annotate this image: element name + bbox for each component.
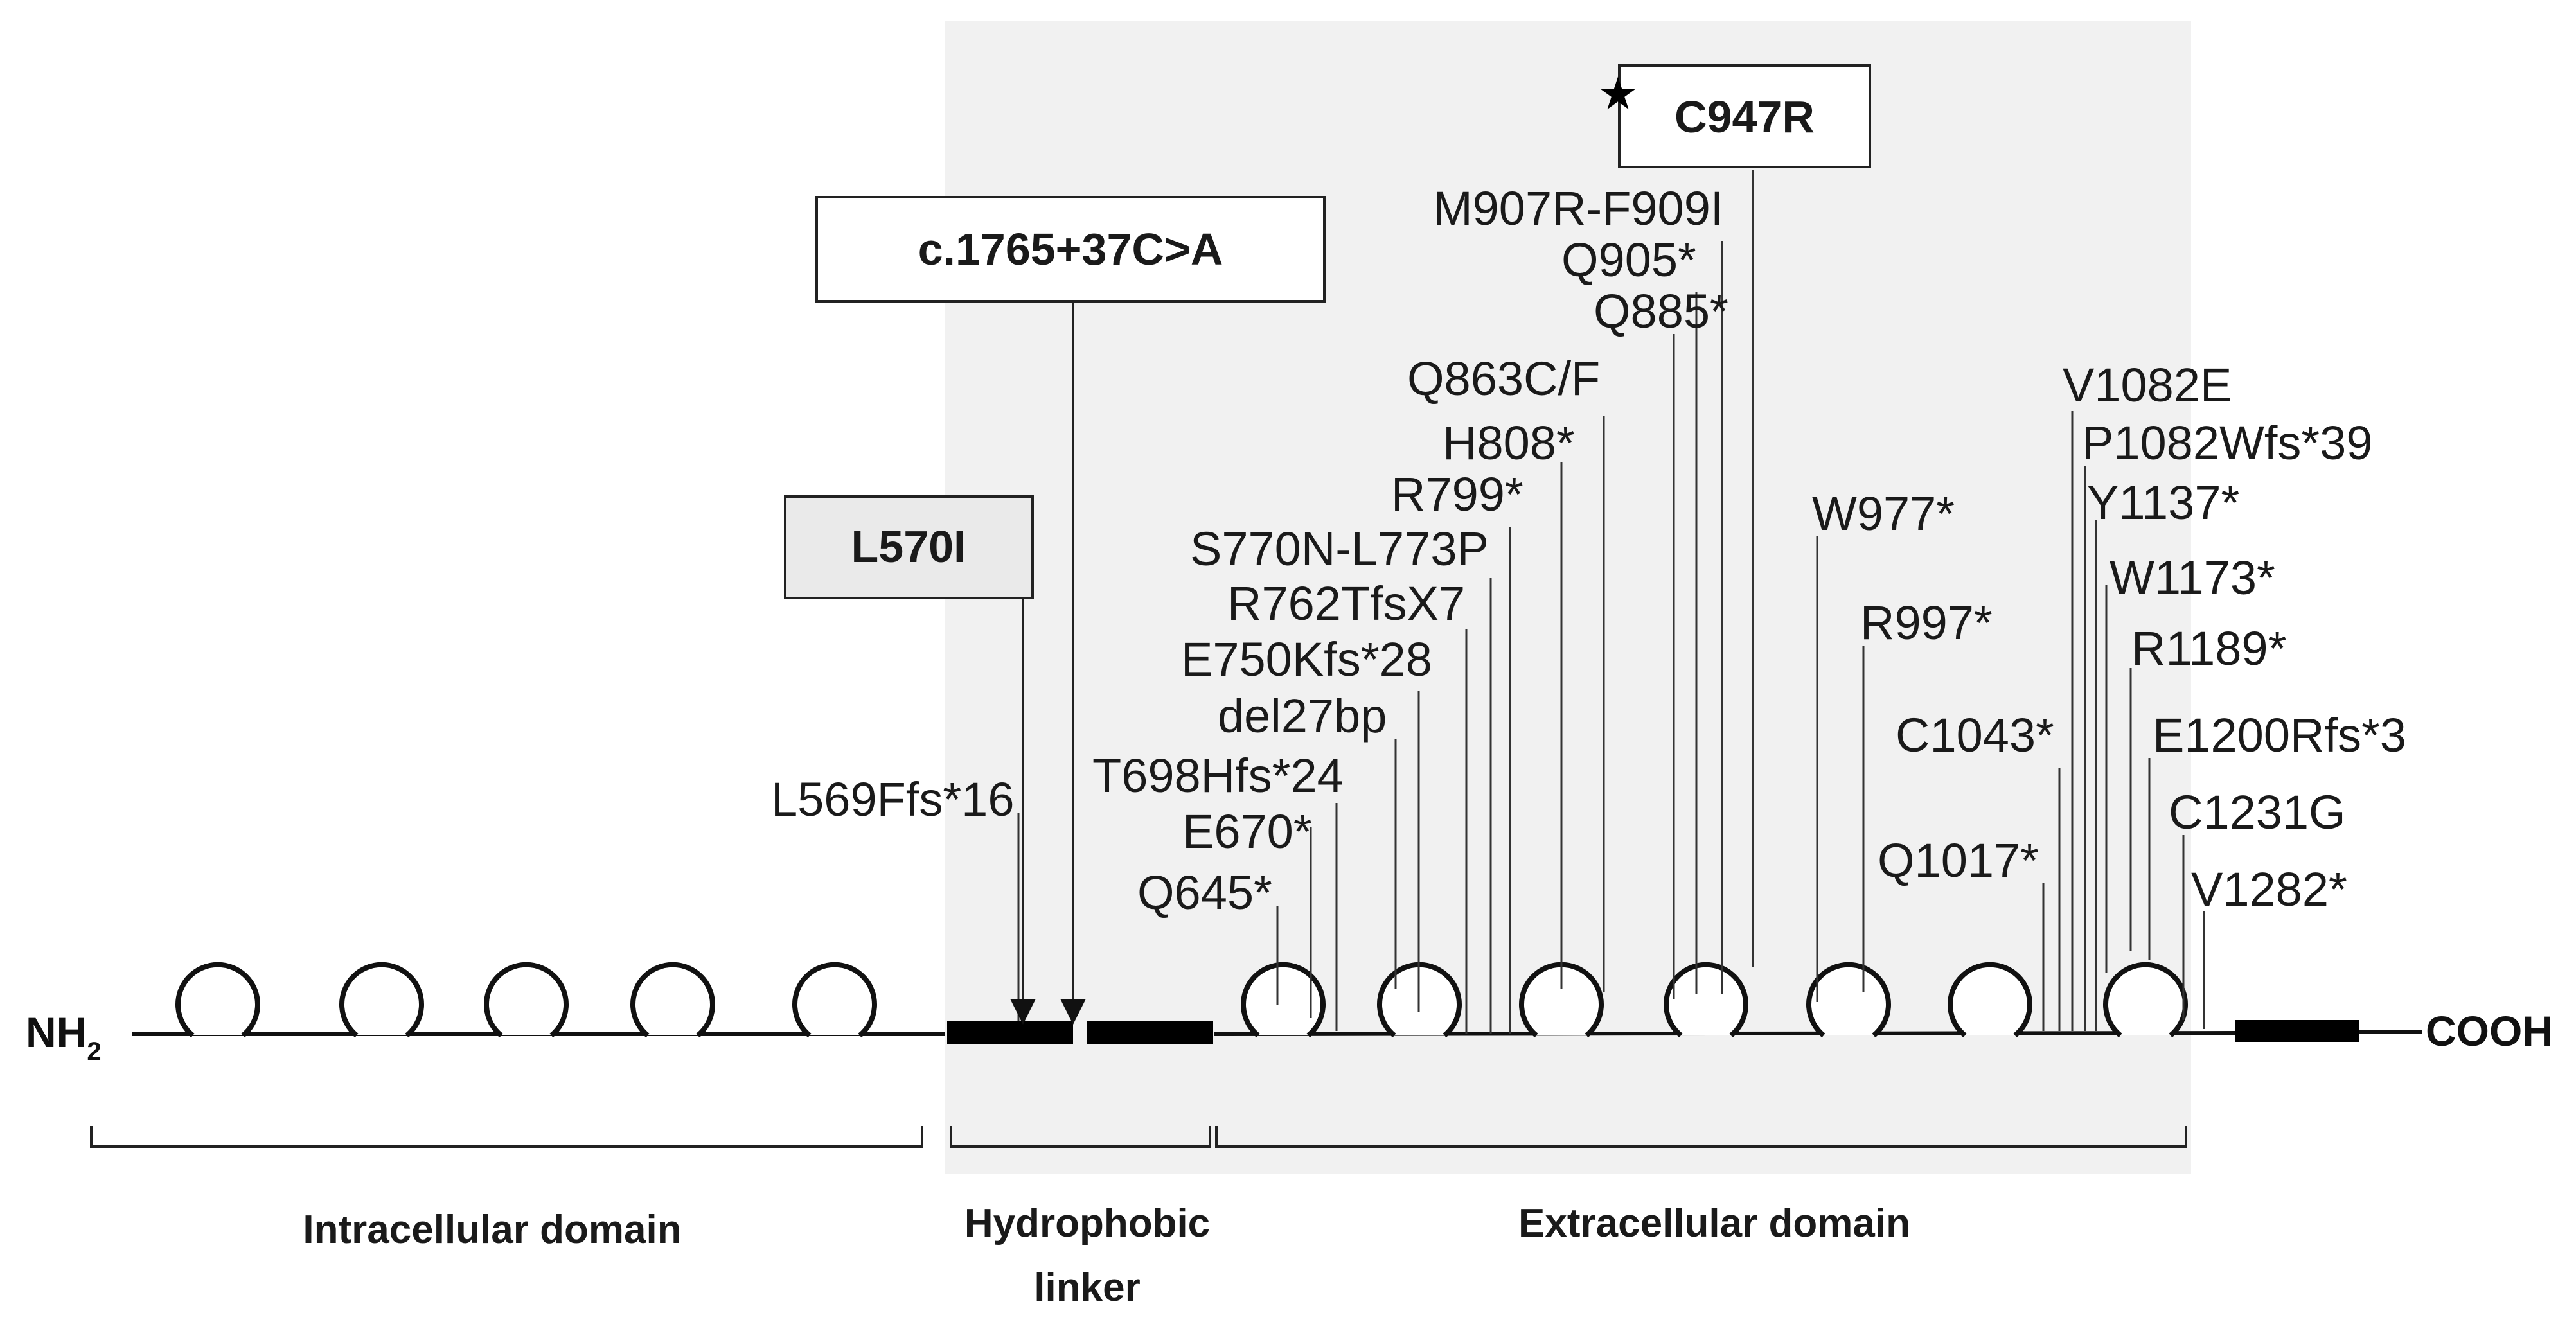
mut-v1282: V1282* bbox=[2191, 863, 2347, 916]
mut-c1043: C1043* bbox=[1896, 709, 2054, 762]
c-terminus-label: COOH bbox=[2426, 1007, 2553, 1055]
mut-y1137: Y1137* bbox=[2087, 476, 2239, 529]
domain-label-extracellular: Extracellular domain bbox=[1518, 1201, 1910, 1245]
intracellular-loops bbox=[175, 962, 877, 1038]
mut-q1017: Q1017* bbox=[1878, 834, 2039, 887]
hydrophobic-bars bbox=[947, 1020, 2359, 1044]
box-c1765 bbox=[815, 196, 1326, 303]
star-icon: ★ bbox=[1598, 69, 1639, 119]
arrow-lines bbox=[1022, 301, 1074, 1002]
mut-m907: M907R-F909I bbox=[1433, 182, 1723, 235]
mut-l569: L569Ffs*16 bbox=[771, 773, 1015, 826]
mut-q905: Q905* bbox=[1561, 233, 1696, 286]
label-l570i: L570I bbox=[851, 522, 966, 572]
mut-r997: R997* bbox=[1860, 596, 1993, 649]
domain-label-intracellular: Intracellular domain bbox=[303, 1208, 681, 1252]
bracket-extracellular bbox=[1215, 1126, 2187, 1148]
arrowheads bbox=[1010, 999, 1086, 1025]
mut-c1231: C1231G bbox=[2169, 786, 2346, 839]
domain-brackets bbox=[90, 1126, 2187, 1148]
mut-v1082: V1082E bbox=[2063, 358, 2232, 412]
mut-e670: E670* bbox=[1182, 805, 1312, 858]
mutation-labels: L569Ffs*16 Q645* E670* T698Hfs*24 del27b… bbox=[771, 182, 2406, 919]
arrowhead-c1765 bbox=[1060, 999, 1086, 1025]
mut-s770: S770N-L773P bbox=[1190, 522, 1489, 576]
bracket-linker bbox=[950, 1126, 1211, 1148]
mut-r1189: R1189* bbox=[2131, 622, 2286, 675]
mut-q645: Q645* bbox=[1137, 866, 1272, 919]
mut-q863: Q863C/F bbox=[1407, 352, 1600, 405]
bracket-intracellular bbox=[90, 1126, 923, 1148]
box-l570i bbox=[784, 495, 1034, 599]
mut-t698: T698Hfs*24 bbox=[1092, 749, 1344, 802]
mut-del27: del27bp bbox=[1218, 689, 1387, 743]
arrowhead-l570i bbox=[1010, 999, 1036, 1025]
n-terminus-label: NH2 bbox=[26, 1008, 102, 1066]
label-c1765: c.1765+37C>A bbox=[918, 224, 1223, 274]
domain-label-linker-line1: Hydrophobic bbox=[964, 1201, 1210, 1245]
mut-h808: H808* bbox=[1443, 416, 1575, 470]
mut-w1173: W1173* bbox=[2110, 551, 2275, 604]
mutation-lines bbox=[1017, 170, 2205, 1034]
mut-e750: E750Kfs*28 bbox=[1181, 633, 1432, 686]
domain-label-linker-line2: linker bbox=[1034, 1265, 1140, 1310]
mut-r762: R762TfsX7 bbox=[1227, 577, 1465, 630]
mut-w977: W977* bbox=[1812, 487, 1955, 540]
box-c947r bbox=[1618, 64, 1871, 168]
mut-q885: Q885* bbox=[1594, 285, 1728, 338]
mut-p1082: P1082Wfs*39 bbox=[2082, 416, 2373, 470]
mut-r799: R799* bbox=[1391, 468, 1523, 521]
mut-e1200: E1200Rfs*3 bbox=[2153, 709, 2406, 762]
label-c947r: C947R bbox=[1674, 92, 1815, 142]
